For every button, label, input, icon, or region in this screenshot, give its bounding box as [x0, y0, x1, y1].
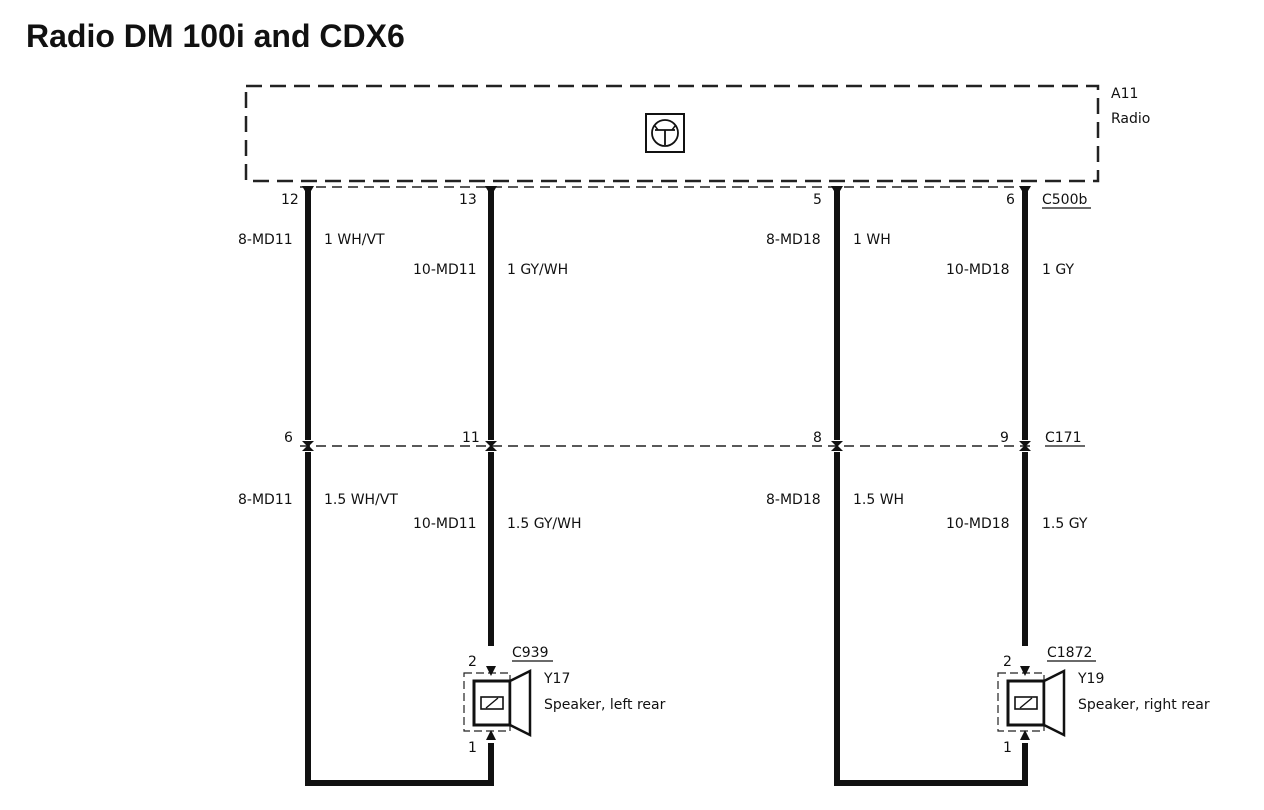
speaker-left-pin-bottom: 1: [468, 740, 477, 756]
wire-2-lower-color: 1.5 GY/WH: [507, 516, 582, 532]
speaker-right-pin-bottom: 1: [1003, 740, 1012, 756]
speaker-left-pin-top: 2: [468, 654, 477, 670]
speaker-right-pin-top: 2: [1003, 654, 1012, 670]
wire-4-lower-circuit: 10-MD18: [946, 516, 1010, 532]
connector-c1872-label: C1872: [1047, 645, 1092, 661]
connector-c171-label: C171: [1045, 430, 1082, 446]
speaker-left-ref: Y17: [543, 671, 570, 687]
wire-1-lower: [305, 452, 494, 786]
wire-2-upper-circuit: 10-MD11: [413, 262, 477, 278]
speaker-left-name: Speaker, left rear: [544, 697, 666, 713]
pin-top-4: 6: [1006, 192, 1015, 208]
wire-4-upper-circuit: 10-MD18: [946, 262, 1010, 278]
wire-3-upper-color: 1 WH: [853, 232, 891, 248]
wire-1-lower-circuit: 8-MD11: [238, 492, 293, 508]
speaker-right-ref: Y19: [1077, 671, 1104, 687]
pin-top-2: 13: [459, 192, 477, 208]
module-name: Radio: [1111, 111, 1150, 127]
wire-1-lower-color: 1.5 WH/VT: [324, 492, 398, 508]
page-title: Radio DM 100i and CDX6: [26, 18, 405, 54]
speaker-icon: [997, 666, 1066, 740]
speaker-right: 2 1 Y19 Speaker, right rear: [997, 654, 1210, 756]
wire-3-upper-circuit: 8-MD18: [766, 232, 821, 248]
pin-mid-4: 9: [1000, 430, 1009, 446]
pin-mid-2: 11: [462, 430, 480, 446]
speaker-icon: [463, 666, 532, 740]
wire-2-upper-color: 1 GY/WH: [507, 262, 568, 278]
pin-mid-1: 6: [284, 430, 293, 446]
wire-2-lower-circuit: 10-MD11: [413, 516, 477, 532]
connector-c939-label: C939: [512, 645, 549, 661]
wire-4-upper-color: 1 GY: [1042, 262, 1075, 278]
wire-4-lower-color: 1.5 GY: [1042, 516, 1088, 532]
speaker-right-name: Speaker, right rear: [1078, 697, 1210, 713]
wire-1-upper-circuit: 8-MD11: [238, 232, 293, 248]
connector-arrows-mid: [302, 441, 1031, 451]
connector-arrows-top: [302, 186, 1031, 196]
speaker-left: 2 1 Y17 Speaker, left rear: [463, 654, 666, 756]
connector-c500b-label: C500b: [1042, 192, 1087, 208]
pin-mid-3: 8: [813, 430, 822, 446]
pin-top-1: 12: [281, 192, 299, 208]
pin-top-3: 5: [813, 192, 822, 208]
wire-3-lower: [834, 452, 1028, 786]
module-ref: A11: [1111, 86, 1138, 102]
wire-1-upper-color: 1 WH/VT: [324, 232, 385, 248]
radio-module-icon: [645, 113, 685, 153]
wire-3-lower-color: 1.5 WH: [853, 492, 904, 508]
radio-module-box: [244, 84, 1100, 183]
wire-3-lower-circuit: 8-MD18: [766, 492, 821, 508]
